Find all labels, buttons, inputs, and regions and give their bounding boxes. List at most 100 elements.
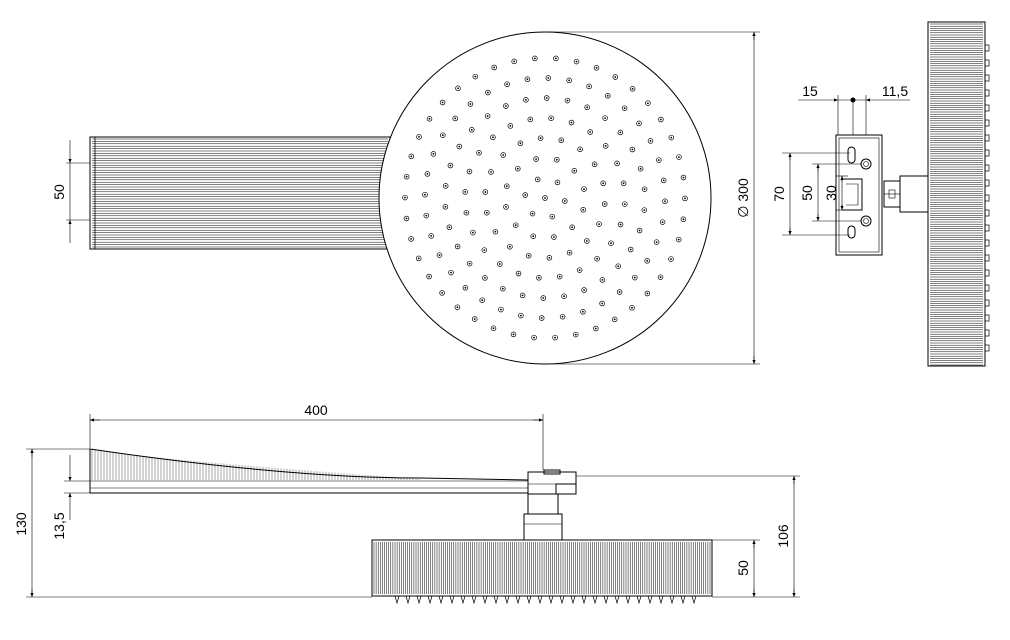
nozzle [621, 105, 628, 111]
nozzle-center [575, 60, 578, 63]
side-nozzle [984, 329, 990, 337]
nozzle-center [582, 208, 585, 211]
nozzle [462, 285, 469, 291]
nozzle [467, 101, 474, 107]
nozzle [644, 290, 651, 297]
arm-side-profile [89, 448, 529, 494]
side-nozzle [984, 269, 990, 277]
side-nozzle [984, 89, 990, 97]
nozzle [490, 134, 496, 141]
total-height-label: 130 [13, 512, 29, 536]
nozzle [540, 295, 547, 301]
nozzle [573, 331, 579, 338]
side-nozzle [984, 209, 990, 217]
nozzle-center [555, 57, 557, 60]
nozzle-center [578, 269, 581, 271]
nozzle [668, 134, 675, 141]
nozzle-center [527, 254, 530, 257]
nozzle-center [603, 203, 606, 205]
front-nozzle [493, 595, 499, 605]
nozzle [469, 127, 475, 133]
nozzle [559, 313, 566, 320]
front-nozzle [526, 595, 532, 605]
nozzle [463, 209, 470, 216]
nozzle-center [514, 224, 517, 227]
nozzle-center [638, 229, 641, 232]
nozzle [454, 304, 461, 310]
nozzle [680, 216, 687, 223]
nozzle-center [516, 167, 519, 170]
nozzle-center [472, 231, 474, 234]
nozzle [658, 116, 664, 123]
nozzle-center [540, 317, 543, 319]
nozzle-center [646, 259, 649, 262]
nozzle [545, 75, 552, 81]
nozzle-center [464, 286, 467, 289]
nozzle [490, 325, 497, 331]
nozzle-center [623, 203, 626, 206]
nozzle [682, 195, 688, 202]
nozzle [662, 198, 668, 205]
nozzle [605, 93, 611, 99]
side-nozzle [984, 314, 990, 322]
side-nozzle [984, 299, 990, 307]
nozzle-center [544, 197, 546, 199]
nozzle-center [428, 117, 431, 120]
nozzle-center [595, 66, 598, 69]
nozzle [566, 77, 572, 84]
bracket-plate [835, 134, 883, 256]
nozzle-center [563, 200, 566, 202]
nozzle-center [643, 188, 646, 191]
nozzle-pattern [402, 55, 688, 341]
nozzle-center [405, 175, 408, 178]
nozzle [504, 183, 510, 189]
nozzle-center [405, 217, 408, 220]
nozzle [656, 157, 662, 163]
nozzle [456, 143, 463, 150]
nozzle [576, 267, 583, 273]
side-nozzle [984, 104, 990, 112]
nozzle-center [593, 163, 596, 166]
nozzle-center [468, 262, 471, 265]
nozzle-center [659, 276, 662, 279]
nozzle [593, 65, 600, 71]
bracket-dim-50: 50 [799, 185, 815, 201]
nozzle-center [449, 164, 452, 167]
nozzle-center [492, 327, 495, 330]
nozzle [440, 132, 446, 138]
nozzle-center [493, 66, 496, 69]
nozzle [446, 224, 453, 231]
nozzle [481, 247, 488, 253]
nozzle-center [458, 145, 461, 148]
nozzle [562, 198, 568, 204]
nozzle-center [561, 315, 564, 318]
nozzle-center [619, 223, 622, 226]
nozzle [546, 255, 553, 261]
nozzle-center [485, 211, 488, 214]
nozzle-center [525, 98, 527, 101]
nozzle-center [456, 306, 459, 309]
nozzle-center [441, 101, 444, 104]
nozzle-center [410, 155, 413, 158]
nozzle [529, 210, 536, 217]
nozzle-center [670, 136, 673, 139]
nozzle [659, 219, 666, 225]
nozzle-center [539, 137, 542, 140]
nozzle-center [678, 156, 680, 159]
nozzle-center [505, 206, 507, 208]
nozzle [558, 137, 565, 144]
bracket-screw-bottom [860, 215, 872, 227]
nozzle [676, 154, 682, 160]
nozzle [415, 255, 422, 262]
nozzle-center [618, 291, 621, 293]
nozzle [471, 316, 478, 322]
nozzle-center [470, 128, 473, 131]
nozzle [538, 315, 545, 321]
nozzle-center [657, 159, 660, 162]
nozzle [503, 204, 509, 210]
nozzle [632, 274, 638, 281]
nozzle-center [519, 142, 522, 145]
front-nozzle [614, 595, 620, 605]
nozzle [536, 275, 542, 281]
nozzle-center [424, 193, 426, 196]
